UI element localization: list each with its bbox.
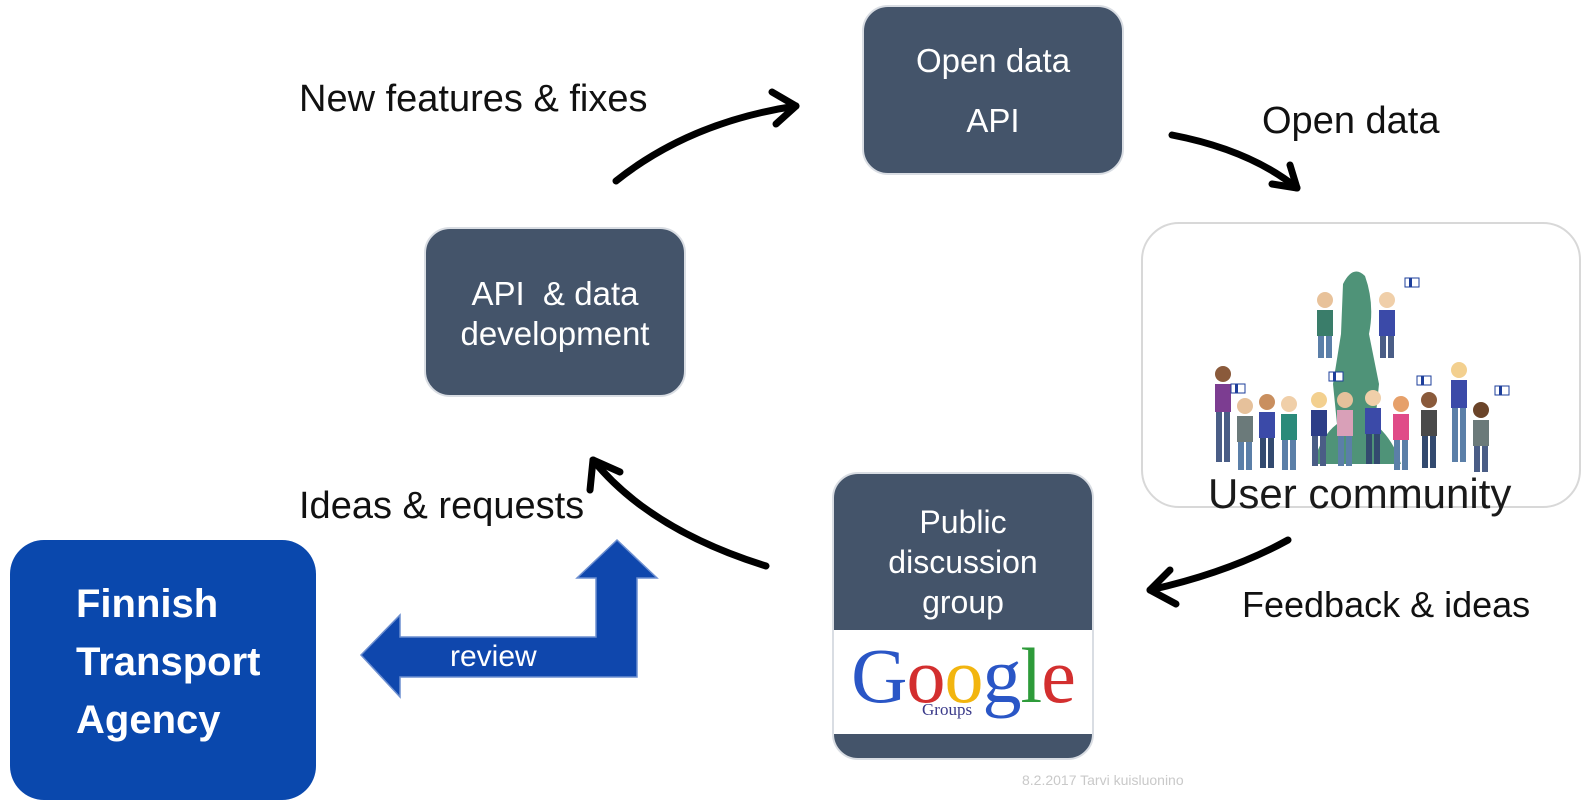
node-open-data-line1: Open data <box>915 42 1071 79</box>
review-arrow <box>359 538 659 699</box>
arrowhead-ideas <box>586 456 624 494</box>
footer-text: 8.2.2017 Tarvi kuisluonino <box>1022 772 1184 788</box>
agency-line1: Finnish <box>76 582 219 626</box>
people-top <box>1317 277 1420 358</box>
node-api-dev-line1: API & data <box>471 275 639 312</box>
user-community-label: User community <box>1208 470 1512 517</box>
node-api-development: API & data development <box>424 227 686 397</box>
crowd-illustration <box>1215 271 1510 472</box>
label-new-features: New features & fixes <box>299 78 648 120</box>
arrow-feedback <box>1146 536 1292 594</box>
user-community-box <box>1141 222 1581 508</box>
agency-line3: Agency <box>76 698 221 742</box>
label-ideas-requests: Ideas & requests <box>299 485 585 527</box>
google-logo-word: Google <box>851 632 1076 719</box>
node-api-dev-line2: development <box>460 315 650 352</box>
statue-figure <box>1313 271 1401 464</box>
arrow-open-data <box>1168 131 1301 192</box>
arrowhead-new-features <box>768 88 800 128</box>
public-group-line3: group <box>922 584 1004 620</box>
public-group-line2: discussion <box>888 544 1038 580</box>
agency-line2: Transport <box>76 640 261 684</box>
google-groups-sub: Groups <box>922 700 973 719</box>
public-group-label: Public discussion group <box>834 502 1092 622</box>
node-public-discussion-group: Public discussion group Google Groups <box>832 472 1094 760</box>
arrowhead-open-data <box>1268 161 1301 192</box>
public-group-line1: Public <box>919 504 1007 540</box>
arrowhead-feedback <box>1146 566 1180 608</box>
node-open-data-api: Open data API <box>862 5 1124 175</box>
label-open-data: Open data <box>1262 100 1440 142</box>
people-crowd <box>1215 362 1510 472</box>
arrow-new-features <box>612 102 800 185</box>
label-feedback: Feedback & ideas <box>1242 584 1531 625</box>
google-groups-logo: Google Groups <box>834 630 1092 734</box>
arrow-ideas <box>589 456 770 570</box>
finnish-transport-agency-box: Finnish Transport Agency <box>10 540 316 800</box>
node-open-data-line2: API <box>966 102 1020 139</box>
review-label: review <box>450 640 537 673</box>
